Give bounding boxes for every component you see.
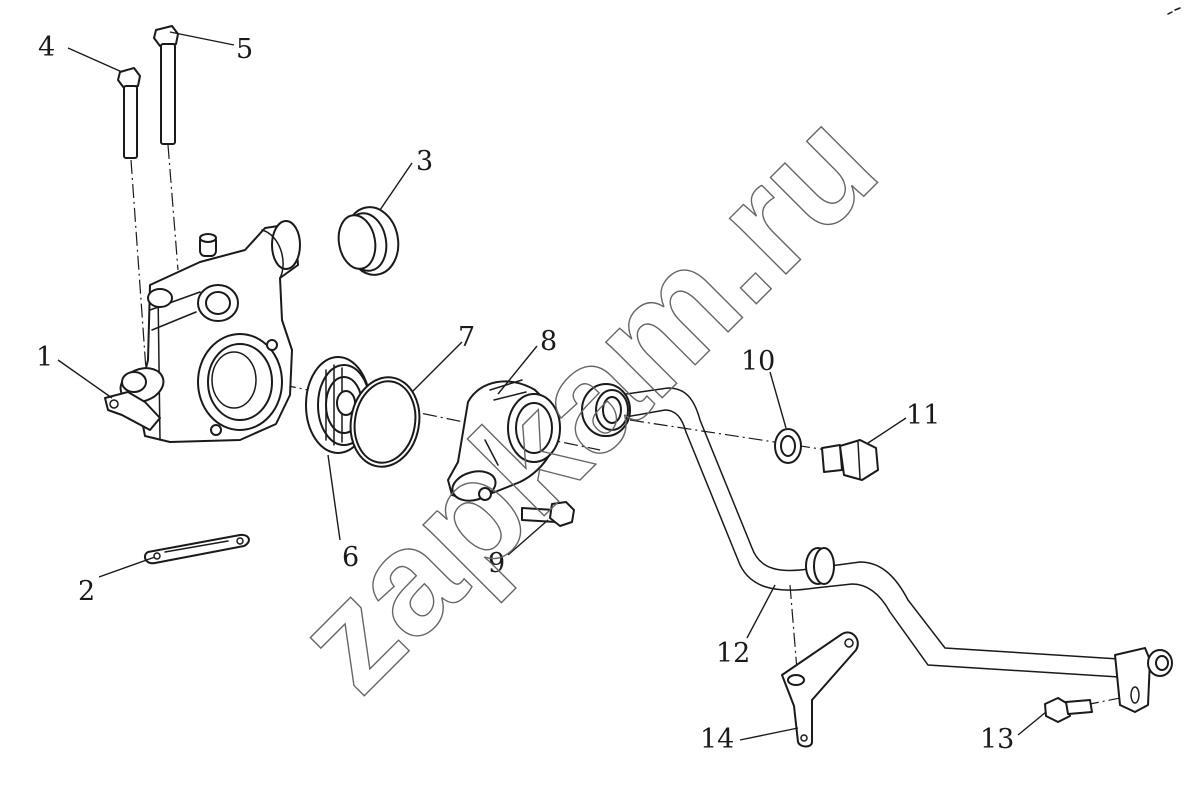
callout-13: 13 [980, 724, 1014, 755]
part-11-plug-bolt [821, 439, 879, 481]
callout-11: 11 [906, 400, 940, 431]
part-7-seal-ring [349, 376, 421, 468]
callout-3: 3 [416, 146, 433, 177]
callout-leader-lines [57, 31, 1047, 741]
callout-5: 5 [236, 34, 253, 65]
part-9-bolt [521, 501, 575, 527]
part-10-washer [774, 428, 802, 464]
part-12-coolant-pipe [581, 383, 1173, 713]
part-13-bolt [1044, 697, 1093, 723]
callout-2: 2 [78, 576, 95, 607]
corner-mark [1167, 7, 1181, 15]
callout-12: 12 [716, 638, 750, 669]
callout-9: 9 [488, 548, 505, 579]
callout-7: 7 [458, 322, 475, 353]
callout-1: 1 [36, 342, 53, 373]
callout-8: 8 [540, 326, 557, 357]
part-2-gasket [143, 533, 250, 565]
part-14-bracket [781, 631, 859, 748]
part-5-bolt [153, 25, 179, 145]
callout-10: 10 [741, 346, 775, 377]
callout-14: 14 [700, 724, 734, 755]
callout-4: 4 [38, 32, 55, 63]
callout-6: 6 [342, 542, 359, 573]
part-3-o-ring [337, 206, 400, 276]
part-4-bolt [117, 67, 141, 159]
part-1-thermostat-housing [104, 220, 301, 443]
part-8-thermostat-cover [447, 379, 561, 502]
callout-labels: 1 2 3 4 5 6 7 8 9 10 11 12 13 14 [36, 32, 1014, 755]
